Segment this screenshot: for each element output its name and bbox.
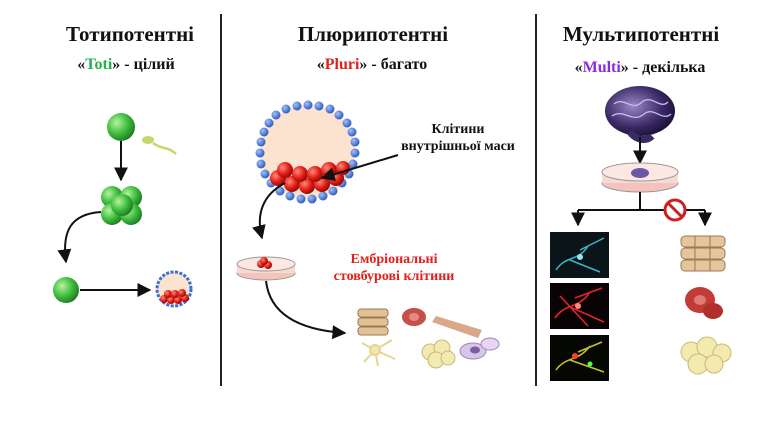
title-totipotent: Тотипотентні xyxy=(65,22,195,46)
bone-cells xyxy=(680,235,726,272)
neuron-images xyxy=(550,232,609,381)
subtitle-multi: «Multi» - декілька xyxy=(575,59,706,77)
muscle-cell xyxy=(432,316,482,338)
esc-label: Ембріональні стовбурові клітини xyxy=(334,251,455,285)
subtitle-pluri: «Pluri» - багато xyxy=(317,56,428,74)
totipotent-cell xyxy=(53,277,79,303)
keyword-toti: Toti xyxy=(85,56,113,73)
title-pluripotent: Плюрипотентні xyxy=(297,22,449,46)
sperm-icon xyxy=(142,136,177,155)
blastocyst xyxy=(255,100,360,204)
inner-cell-mass-line-1: Клітини xyxy=(431,122,485,137)
neuron-cell-small xyxy=(361,339,396,367)
prohibited-icon xyxy=(663,198,687,222)
column-divider-left xyxy=(220,14,222,386)
brain-icon xyxy=(605,86,675,143)
inner-cell-mass-line-2: внутрішньої маси xyxy=(401,139,515,154)
bone-cells-small xyxy=(357,308,389,336)
keyword-multi: Multi xyxy=(582,59,621,76)
inner-cell-mass-label: Клітини внутрішньої маси xyxy=(401,121,515,155)
arrow-dish-to-cells xyxy=(265,280,347,340)
quote-open: « xyxy=(77,56,86,73)
fat-cells-small xyxy=(421,339,456,369)
subtitle-rest: » - багато xyxy=(359,56,428,73)
subtitle-toti: «Toti» - цілий xyxy=(77,56,174,74)
quote-open: « xyxy=(574,59,583,76)
zygote-cell xyxy=(107,113,135,141)
small-blastocyst xyxy=(155,270,193,308)
esc-line-2: стовбурові клітини xyxy=(333,269,455,284)
quote-open: « xyxy=(316,56,325,73)
petri-dish-multi xyxy=(601,162,679,193)
red-blood-cell xyxy=(685,287,723,319)
keyword-pluri: Pluri xyxy=(324,56,360,73)
arrow-blastocyst-to-dish xyxy=(252,182,286,240)
fat-cells xyxy=(680,336,732,375)
petri-dish-pluri xyxy=(236,256,296,281)
morula xyxy=(101,186,142,225)
arrow-label-to-inner-mass xyxy=(320,154,399,182)
title-multipotent: Мультипотентні xyxy=(562,22,720,46)
differentiated-cells xyxy=(357,308,500,369)
esc-line-1: Ембріональні xyxy=(350,252,438,267)
column-divider-right xyxy=(535,14,537,386)
arrow-morula-to-cell xyxy=(57,211,102,264)
subtitle-rest: » - цілий xyxy=(112,56,175,73)
subtitle-rest: » - декілька xyxy=(620,59,706,76)
